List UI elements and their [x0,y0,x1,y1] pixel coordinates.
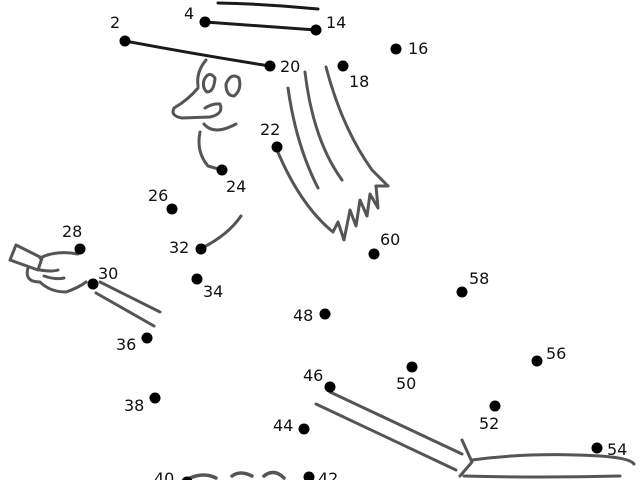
dot-20 [264,60,276,72]
dot-label-18: 18 [349,72,369,91]
dot-label-28: 28 [62,222,82,241]
dot-labels: 2 4 14 16 18 20 22 24 26 28 30 32 34 36 … [62,4,627,480]
dot-24 [216,164,228,176]
dot-label-52: 52 [479,414,499,433]
dot-2 [119,35,131,47]
dot-label-38: 38 [124,396,144,415]
dot-36 [141,332,153,344]
dot-label-24: 24 [226,177,246,196]
dot-18 [337,60,349,72]
dot-30 [87,278,99,290]
nose [171,86,223,120]
hand-outline [25,251,88,294]
dot-label-58: 58 [469,269,489,288]
dot-label-36: 36 [116,335,136,354]
hat-top-line [216,1,320,11]
dot-50 [406,361,418,373]
dot-46 [324,381,336,393]
dot-42 [303,471,315,480]
right-eye [224,74,242,98]
neck-line [200,214,243,250]
bottom-doodle [188,470,286,480]
witch-face [171,58,242,172]
broom-stub [8,243,44,272]
dot-label-22: 22 [260,120,280,139]
dot-label-54: 54 [607,440,627,459]
broom [314,390,636,479]
wand-line-bottom [94,291,156,328]
dot-44 [298,423,310,435]
dot-58 [456,286,468,298]
hat-band-line [203,20,318,32]
left-eye [201,73,217,94]
dot-48 [319,308,331,320]
dot-label-4: 4 [184,4,194,23]
hat-brim-line [123,39,272,68]
dot-label-26: 26 [148,186,168,205]
dot-16 [390,43,402,55]
dots [74,16,603,480]
hair-ends [275,148,390,242]
dot-32 [195,243,207,255]
dot-56 [531,355,543,367]
dot-60 [368,248,380,260]
broom-bristles-front [458,438,474,478]
broom-bristles-bottom [462,474,622,479]
dot-label-42: 42 [318,469,338,480]
broom-handle-top [328,390,464,456]
dot-label-48: 48 [293,306,313,325]
dot-label-16: 16 [408,39,428,58]
dot-4 [199,16,211,28]
dot-label-40: 40 [154,469,174,480]
dot-label-34: 34 [203,282,223,301]
hair-strand-1 [286,86,320,190]
dot-28 [74,243,86,255]
chin [197,130,224,172]
dot-14 [310,24,322,36]
dot-label-46: 46 [303,366,323,385]
dot-40 [181,476,193,480]
forehead-line [196,58,208,88]
dot-label-14: 14 [326,13,346,32]
witch-hair [275,65,390,242]
witch-hand [8,243,162,328]
wand-line-top [98,280,162,314]
dot-label-56: 56 [546,344,566,363]
dot-label-20: 20 [280,57,300,76]
dot-label-50: 50 [396,374,416,393]
broom-handle-bottom [314,402,458,472]
bottom-doodle-1 [188,470,286,480]
mouth [202,122,238,132]
hand-fingers [38,268,66,281]
broom-bristles-top [470,453,636,466]
dot-34 [191,273,203,285]
dot-26 [166,203,178,215]
dot-label-2: 2 [110,13,120,32]
dot-22 [271,141,283,153]
hair-strand-3 [324,65,390,188]
dot-label-44: 44 [273,416,293,435]
hair-strand-2 [303,70,344,182]
dot-label-60: 60 [380,230,400,249]
dot-label-30: 30 [98,264,118,283]
dot-38 [149,392,161,404]
dot-52 [489,400,501,412]
dot-54 [591,442,603,454]
witch-hat [123,1,320,68]
dot-label-32: 32 [169,238,189,257]
